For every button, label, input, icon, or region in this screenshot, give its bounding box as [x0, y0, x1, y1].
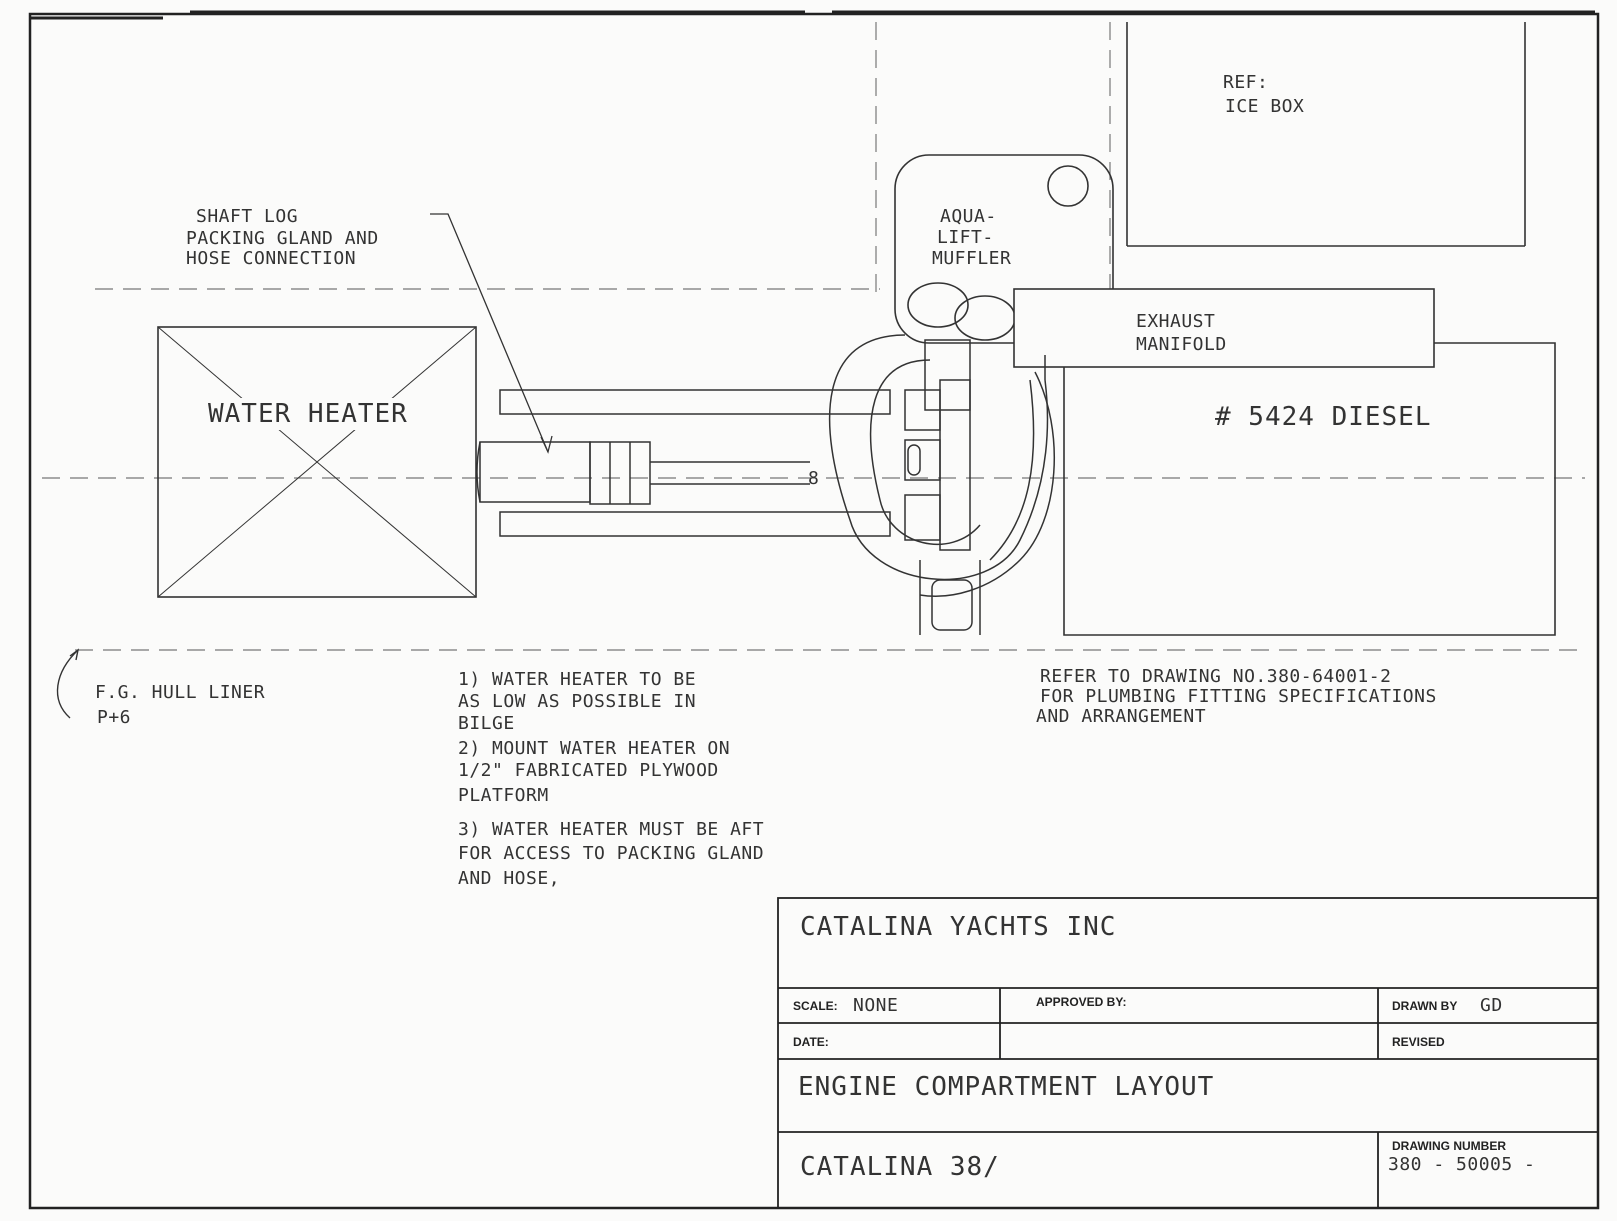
centerlines [42, 22, 1585, 651]
hull-liner-arrow [56, 649, 79, 719]
diesel-label: # 5424 DIESEL [1215, 402, 1432, 432]
exhaust-manifold [1013, 288, 1435, 368]
note-line-3: BILGE [458, 713, 515, 734]
water-heater [157, 326, 477, 598]
date-label: DATE: [793, 1035, 829, 1049]
scale-value: NONE [853, 995, 898, 1016]
refer-line-1: REFER TO DRAWING NO.380-64001-2 [1040, 666, 1391, 687]
drawing-title: ENGINE COMPARTMENT LAYOUT [798, 1072, 1214, 1102]
note-line-1: 1) WATER HEATER TO BE [458, 669, 696, 690]
title-block [777, 897, 1599, 1209]
revised-label: REVISED [1392, 1035, 1445, 1049]
exhaust-label-line2: MANIFOLD [1136, 334, 1227, 355]
drawing-number-label: DRAWING NUMBER [1392, 1139, 1506, 1153]
sheet-border [28, 10, 1600, 1210]
muffler-label-line2: LIFT- [937, 227, 994, 248]
refer-line-3: AND ARRANGEMENT [1036, 706, 1206, 727]
ice-box-label-line2: ICE BOX [1225, 96, 1304, 117]
note-line-6: PLATFORM [458, 785, 549, 806]
note-line-5: 1/2" FABRICATED PLYWOOD [458, 760, 719, 781]
hull-liner-label-line2: P+6 [97, 707, 131, 728]
transmission-housing [828, 334, 1049, 635]
shaft-log-callout: SHAFT LOG PACKING GLAND AND HOSE CONNECT… [186, 206, 553, 454]
water-heater-label-bg [205, 398, 440, 430]
company-name: CATALINA YACHTS INC [800, 912, 1116, 942]
aqua-lift-muffler [894, 154, 1114, 344]
boat-model: CATALINA 38/ [800, 1152, 1000, 1182]
hull-liner-label-line1: F.G. HULL LINER [95, 682, 265, 703]
drawing-number: 380 - 50005 - [1388, 1154, 1535, 1175]
exhaust-label-line1: EXHAUST [1136, 311, 1215, 332]
shaft-log-label-line2: PACKING GLAND AND [186, 228, 379, 249]
leader-line [430, 213, 549, 453]
note-line-4: 2) MOUNT WATER HEATER ON [458, 738, 730, 759]
hull-liner-arrowhead [69, 648, 80, 661]
drawn-label: DRAWN BY [1392, 999, 1457, 1013]
approved-label: APPROVED BY: [1036, 995, 1126, 1009]
drawn-value: GD [1480, 995, 1503, 1016]
shaft-log-label-line3: HOSE CONNECTION [186, 248, 356, 269]
muffler-label-line3: MUFFLER [932, 248, 1011, 269]
shaft-log-label-line1: SHAFT LOG [196, 206, 298, 227]
ice-box [1126, 22, 1526, 247]
hull-liner-callout: F.G. HULL LINER P+6 [56, 648, 265, 728]
scale-label: SCALE: [793, 999, 838, 1013]
note-line-7: 3) WATER HEATER MUST BE AFT [458, 819, 764, 840]
leader-arrow [540, 435, 553, 454]
refer-line-2: FOR PLUMBING FITTING SPECIFICATIONS [1040, 686, 1437, 707]
water-heater-label: WATER HEATER [208, 399, 408, 429]
note-line-2: AS LOW AS POSSIBLE IN [458, 691, 696, 712]
note-line-8: FOR ACCESS TO PACKING GLAND [458, 843, 764, 864]
propeller-shaft [476, 389, 891, 537]
muffler-label-line1: AQUA- [940, 206, 997, 227]
numbered-notes: 1) WATER HEATER TO BE AS LOW AS POSSIBLE… [458, 669, 764, 889]
diesel-engine [1063, 342, 1556, 636]
note-line-9: AND HOSE, [458, 868, 560, 889]
exhaust-hose [919, 371, 1055, 597]
refer-note: REFER TO DRAWING NO.380-64001-2 FOR PLUM… [1036, 666, 1437, 727]
shaft-mark: 8 [808, 468, 819, 489]
ice-box-label-line1: REF: [1223, 72, 1268, 93]
